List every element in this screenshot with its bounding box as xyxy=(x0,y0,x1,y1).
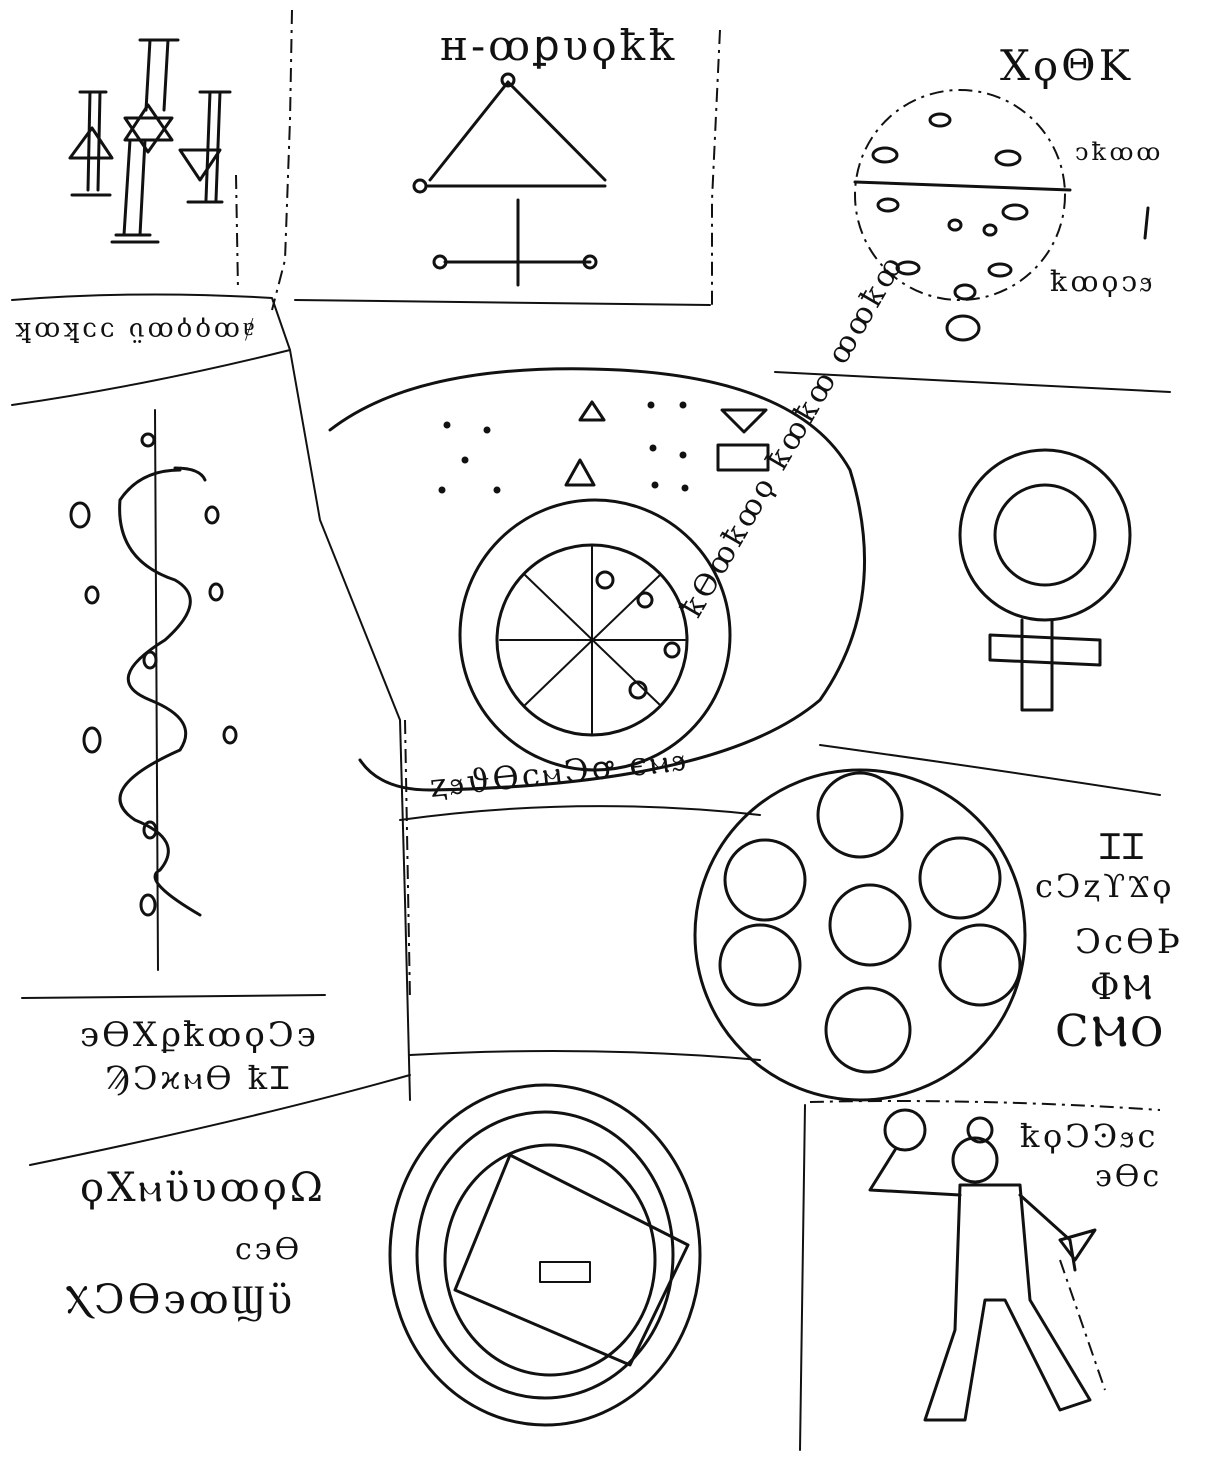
inscription-bottom-right-2: ϶ϴϲ xyxy=(1095,1162,1162,1192)
inscription-right-small-1: ↄꝁꝏꝏ xyxy=(1075,140,1163,164)
inscription-right-col-5: ϹⲘⲞ xyxy=(1055,1010,1166,1054)
inscription-bottom-left-3: ⲬϽϴ϶ꝏϢϋ xyxy=(65,1280,295,1320)
venus-seal xyxy=(960,450,1130,710)
inscription-right-col-3: ϽϲϴϷ xyxy=(1075,925,1183,959)
inscription-right-col-4: ΦⲘ xyxy=(1090,970,1155,1006)
inscription-left-lower-2: ϠϽϰⲙϴ ꝁꞮ xyxy=(105,1062,292,1094)
inscription-top-center: ʜ-ꝏꝑυϙꝁꝁ xyxy=(440,25,678,67)
triangle-seal xyxy=(414,74,605,285)
inscription-bottom-left-2: ϲ϶ϴ xyxy=(235,1235,302,1265)
inscription-right-col-2: ϲϽⱬϒϪϙ xyxy=(1035,870,1175,902)
inscription-left-lower-1: ϶ϴΧϼꝁꝏϙϽ϶ xyxy=(80,1018,319,1052)
pillars-seal xyxy=(70,40,230,242)
inscription-top-right: ΧϙΘΚ xyxy=(1000,45,1133,87)
serpent-staff xyxy=(71,410,236,970)
globe-seal xyxy=(855,90,1148,340)
inscription-bottom-right-1: ꝁϙϽϿϧϲ xyxy=(1020,1120,1158,1152)
square-seal xyxy=(390,1085,700,1425)
seven-circles-seal xyxy=(695,770,1025,1100)
inscription-left-band: ⱥꝏϙϙꝏϋ ↄↄꝁꝏꝁ xyxy=(12,318,254,344)
inscription-bottom-left-1: ϙΧⲙϋυꝏϙΩ xyxy=(80,1168,326,1208)
inscription-right-col-1: ꞮꞮ xyxy=(1100,830,1146,866)
human-figure xyxy=(870,1110,1105,1420)
inscription-right-small-2: ꝁꝏϙↄϧ xyxy=(1050,268,1155,296)
